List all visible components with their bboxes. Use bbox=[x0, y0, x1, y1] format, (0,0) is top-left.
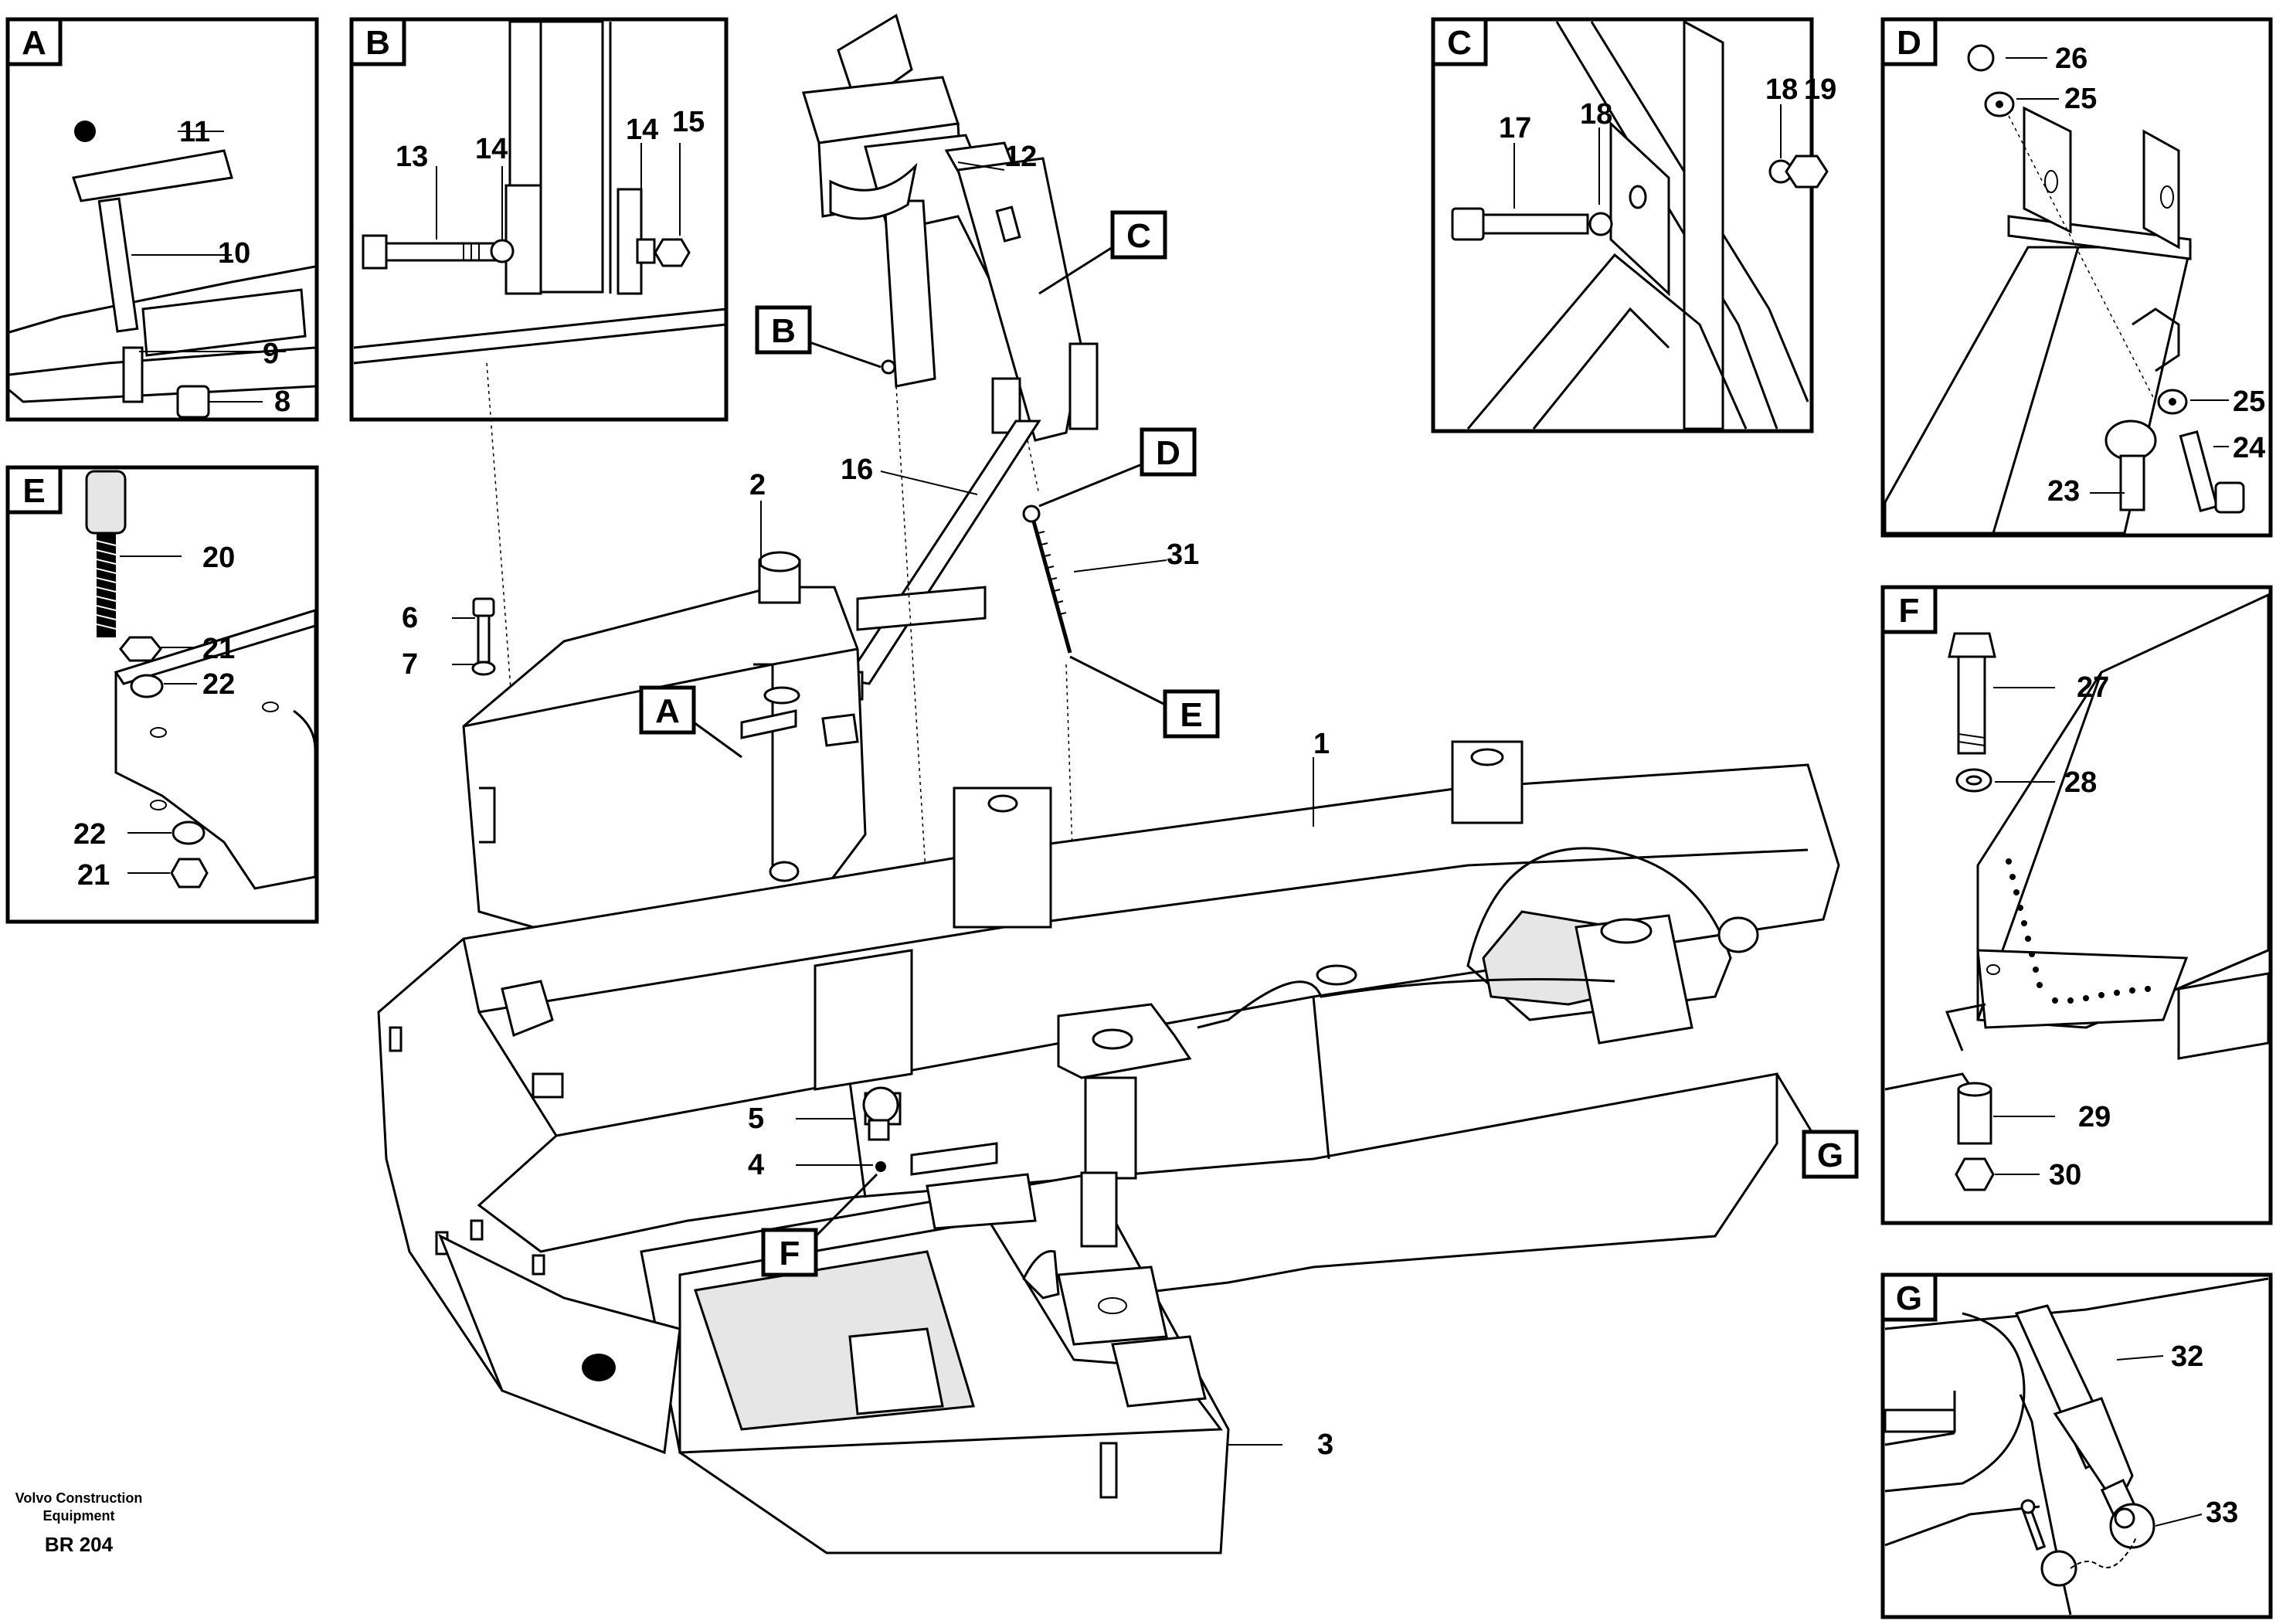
main-tag-d: D bbox=[1038, 427, 1197, 508]
tank-2 bbox=[462, 586, 867, 929]
detail-panel-f: F 27 28 29 30 bbox=[1880, 585, 2273, 1225]
panel-c-label: C bbox=[1447, 24, 1472, 62]
svg-text:D: D bbox=[1156, 434, 1180, 472]
pad-left bbox=[501, 980, 554, 1038]
callout-32: 32 bbox=[2171, 1340, 2203, 1373]
main-tag-e: E bbox=[1069, 655, 1220, 739]
callout-24: 24 bbox=[2233, 432, 2265, 464]
detail-panel-e: E 20 21 22 22 21 bbox=[5, 465, 319, 924]
main-tag-g: G bbox=[1775, 1073, 1859, 1179]
callout-28: 28 bbox=[2064, 766, 2097, 799]
callout-7: 7 bbox=[402, 648, 418, 681]
arm-16 bbox=[844, 420, 1041, 685]
callout-21a: 21 bbox=[202, 633, 235, 665]
panel-e-label: E bbox=[22, 472, 45, 510]
callout-14a: 14 bbox=[475, 133, 508, 165]
detail-panel-b: B 13 14 14 15 bbox=[349, 17, 729, 422]
callout-14b: 14 bbox=[626, 114, 658, 146]
panel-b-label: B bbox=[365, 24, 390, 62]
panel-d-label: D bbox=[1897, 24, 1921, 62]
svg-text:E: E bbox=[1180, 696, 1202, 734]
callout-20: 20 bbox=[202, 542, 235, 574]
callout-18a: 18 bbox=[1580, 98, 1612, 131]
callout-2: 2 bbox=[749, 469, 766, 501]
detail-panel-a: A 11 10 9 8 bbox=[5, 17, 319, 422]
footer-company-line2: Equipment bbox=[43, 1508, 115, 1524]
callout-10: 10 bbox=[218, 237, 250, 270]
callout-33: 33 bbox=[2206, 1497, 2238, 1529]
main-tag-a: A bbox=[639, 685, 742, 759]
main-tag-f: F bbox=[761, 1173, 878, 1277]
callout-5: 5 bbox=[748, 1102, 764, 1135]
callout-25a: 25 bbox=[2064, 83, 2097, 115]
callout-3: 3 bbox=[1317, 1429, 1333, 1461]
callout-1: 1 bbox=[1313, 728, 1330, 760]
callout-19: 19 bbox=[1804, 73, 1836, 106]
callout-29: 29 bbox=[2078, 1101, 2111, 1133]
svg-text:C: C bbox=[1126, 217, 1151, 255]
callout-23: 23 bbox=[2047, 475, 2080, 508]
svg-text:B: B bbox=[771, 312, 796, 350]
callout-25b: 25 bbox=[2233, 386, 2265, 418]
callout-8: 8 bbox=[274, 386, 290, 418]
main-tag-b: B bbox=[755, 305, 882, 369]
detail-panel-c: C 17 18 18 19 bbox=[1431, 17, 1836, 433]
detail-panel-d: D 26 25 25 24 23 bbox=[1880, 17, 2273, 538]
footer-company-line1: Volvo Construction bbox=[15, 1490, 143, 1506]
callout-4: 4 bbox=[748, 1149, 764, 1181]
panel-f-label: F bbox=[1899, 592, 1920, 630]
callout-9: 9 bbox=[263, 338, 279, 370]
svg-text:A: A bbox=[655, 692, 680, 730]
callout-11: 11 bbox=[179, 116, 210, 148]
callout-16: 16 bbox=[841, 454, 873, 486]
panel-a-label: A bbox=[22, 24, 46, 62]
footer-drawing-code: BR 204 bbox=[45, 1533, 114, 1556]
callout-26: 26 bbox=[2055, 42, 2087, 75]
svg-text:G: G bbox=[1817, 1136, 1843, 1174]
callout-15: 15 bbox=[672, 106, 705, 138]
callout-22b: 22 bbox=[73, 818, 106, 851]
panel-g-label: G bbox=[1896, 1279, 1922, 1317]
callout-30: 30 bbox=[2049, 1159, 2081, 1191]
callout-6: 6 bbox=[402, 602, 418, 634]
callout-12: 12 bbox=[1004, 141, 1037, 173]
rod-31 bbox=[1031, 521, 1072, 654]
callout-22a: 22 bbox=[202, 668, 235, 701]
detail-panel-g: G 32 33 bbox=[1880, 1272, 2273, 1619]
callout-13: 13 bbox=[396, 141, 428, 173]
callout-18b: 18 bbox=[1765, 73, 1798, 106]
main-assembly: 2 6 7 12 16 31 1 5 4 3 bbox=[377, 13, 1840, 1554]
callout-31: 31 bbox=[1167, 539, 1199, 571]
svg-text:F: F bbox=[780, 1235, 800, 1272]
main-tag-c: C bbox=[1038, 210, 1167, 295]
callout-27: 27 bbox=[2077, 671, 2109, 704]
callout-17: 17 bbox=[1499, 112, 1531, 144]
callout-21b: 21 bbox=[77, 859, 110, 892]
